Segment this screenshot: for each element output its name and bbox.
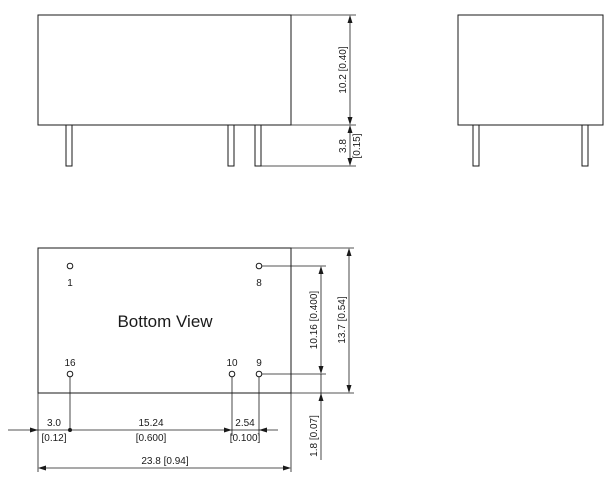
- pin-16-label: 16: [64, 358, 76, 369]
- row-spacing-label: 10.16 [0.400]: [309, 291, 320, 350]
- body-depth-dimension: 13.7 [0.54]: [337, 248, 352, 393]
- front-view: 10.2 [0.40] 3.8 [0.15]: [37, 14, 363, 167]
- front-pin-mid: [227, 124, 235, 167]
- pitch-in-label: [0.100]: [230, 433, 261, 444]
- bottom-body: [37, 247, 292, 394]
- side-pin-right: [581, 124, 589, 167]
- side-pin-left: [472, 124, 480, 167]
- total-length-dimension: 23.8 [0.94]: [38, 456, 291, 471]
- pin-length-in-label: [0.15]: [352, 133, 363, 158]
- edge-offset-in-label: [0.12]: [41, 433, 66, 444]
- bottom-view: Bottom View 1 8 16 10 9 10.16 [0.400]: [8, 247, 354, 472]
- pin-8-hole: [255, 262, 263, 270]
- pin-1-label: 1: [67, 278, 73, 289]
- front-pin-right: [254, 124, 262, 167]
- pin-length-dimension: 3.8 [0.15]: [338, 125, 363, 166]
- pin-8-label: 8: [256, 278, 262, 289]
- pin-9-hole: [255, 370, 263, 378]
- pin-16-hole: [66, 370, 74, 378]
- edge-offset-side-label: 1.8 [0.07]: [309, 415, 320, 457]
- front-pin-left: [65, 124, 73, 167]
- pin-10-label: 10: [226, 358, 238, 369]
- front-body: [37, 14, 292, 126]
- pitch-mm-label: 2.54: [235, 418, 255, 429]
- pin-length-mm-label: 3.8: [338, 139, 349, 153]
- pin-1-hole: [66, 262, 74, 270]
- body-depth-label: 13.7 [0.54]: [337, 296, 348, 343]
- total-length-label: 23.8 [0.94]: [141, 456, 188, 467]
- row-spacing-dimension: 10.16 [0.400]: [309, 266, 324, 374]
- body-height-label: 10.2 [0.40]: [338, 46, 349, 93]
- edge-offset-mm-label: 3.0: [47, 418, 61, 429]
- body-height-dimension: 10.2 [0.40]: [338, 15, 353, 125]
- pin-span-in-label: [0.600]: [136, 433, 167, 444]
- horizontal-pin-dimensions: 3.0 [0.12] 15.24 [0.600] 2.54 [0.100]: [8, 418, 278, 444]
- edge-offset-side-dimension: 1.8 [0.07]: [309, 374, 324, 460]
- side-body: [457, 14, 604, 126]
- pin-span-mm-label: 15.24: [138, 418, 163, 429]
- bottom-view-label: Bottom View: [117, 312, 213, 331]
- side-view: [457, 14, 604, 167]
- pin-9-label: 9: [256, 358, 262, 369]
- pin-10-hole: [228, 370, 236, 378]
